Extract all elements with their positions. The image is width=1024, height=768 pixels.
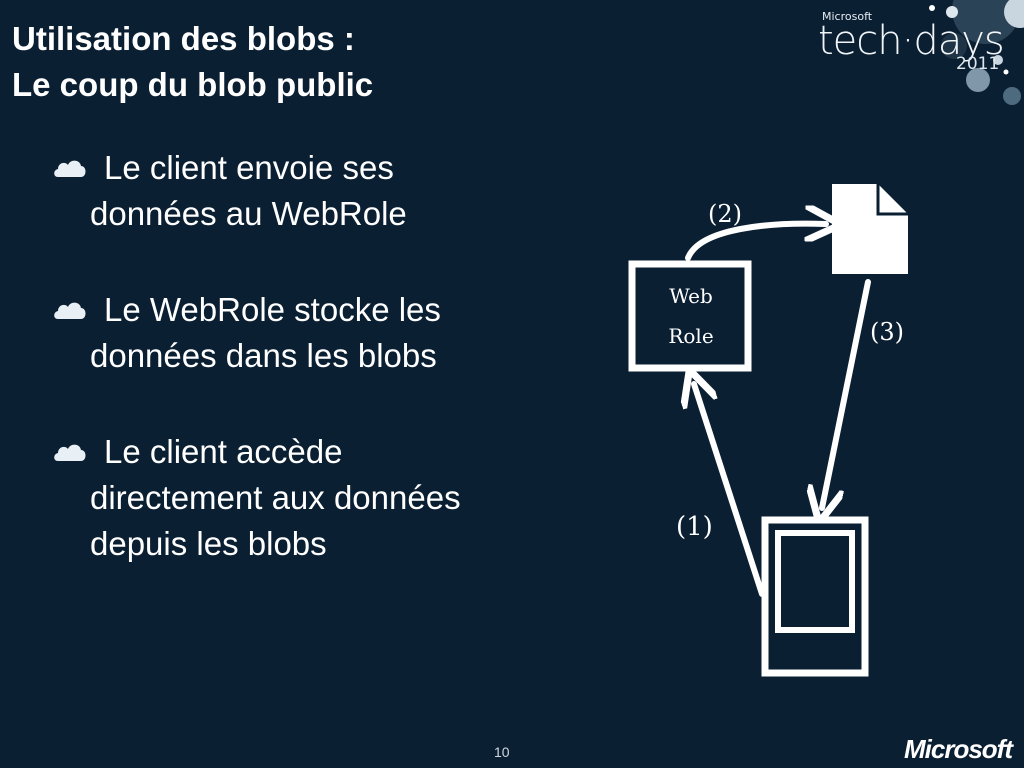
- step-1-label: (1): [676, 512, 713, 542]
- microsoft-logo: Microsoft: [904, 734, 1013, 764]
- bullet-1-line-2: données au WebRole: [90, 195, 407, 232]
- techdays-logo: Microsoft tech·days 2011: [774, 0, 1024, 120]
- bullet-3-line-3: depuis les blobs: [90, 525, 327, 562]
- webrole-label: Web Role: [635, 276, 747, 356]
- title-line-1: Utilisation des blobs :: [12, 20, 355, 57]
- document-icon: [832, 184, 908, 274]
- bullet-1-line-1: Le client envoie ses: [104, 149, 394, 186]
- cloud-bullet-icon: [54, 160, 86, 177]
- logo-year: 2011: [956, 54, 1000, 74]
- bullet-list: Le client envoie ses données au WebRole …: [52, 145, 572, 617]
- webrole-label-line-1: Web: [669, 284, 713, 308]
- step-3-label: (3): [870, 318, 904, 346]
- bullet-3-line-1: Le client accède: [104, 433, 343, 470]
- bullet-item-2: Le WebRole stocke les données dans les b…: [52, 287, 572, 379]
- cloud-bullet-icon: [54, 302, 86, 319]
- bullet-2-line-2: données dans les blobs: [90, 337, 437, 374]
- bullet-3-line-2: directement aux données: [90, 479, 461, 516]
- title-line-2: Le coup du blob public: [12, 66, 374, 103]
- device-icon: [761, 516, 869, 677]
- bullet-item-1: Le client envoie ses données au WebRole: [52, 145, 572, 237]
- bullet-2-line-1: Le WebRole stocke les: [104, 291, 441, 328]
- bullet-item-3: Le client accède directement aux données…: [52, 429, 572, 567]
- logo-bubbles-icon: [929, 0, 1024, 105]
- cloud-bullet-icon: [54, 444, 86, 461]
- webrole-label-line-2: Role: [668, 324, 714, 348]
- step-2-label: (2): [708, 200, 742, 228]
- logo-microsoft-small: Microsoft: [822, 10, 873, 23]
- page-number: 10: [494, 744, 510, 760]
- arrow-step-3: [822, 279, 871, 508]
- logo-techdays: tech·days: [818, 18, 1005, 64]
- slide-title: Utilisation des blobs : Le coup du blob …: [12, 16, 373, 108]
- arrow-step-2: [685, 224, 826, 261]
- arrow-step-1: [694, 384, 765, 597]
